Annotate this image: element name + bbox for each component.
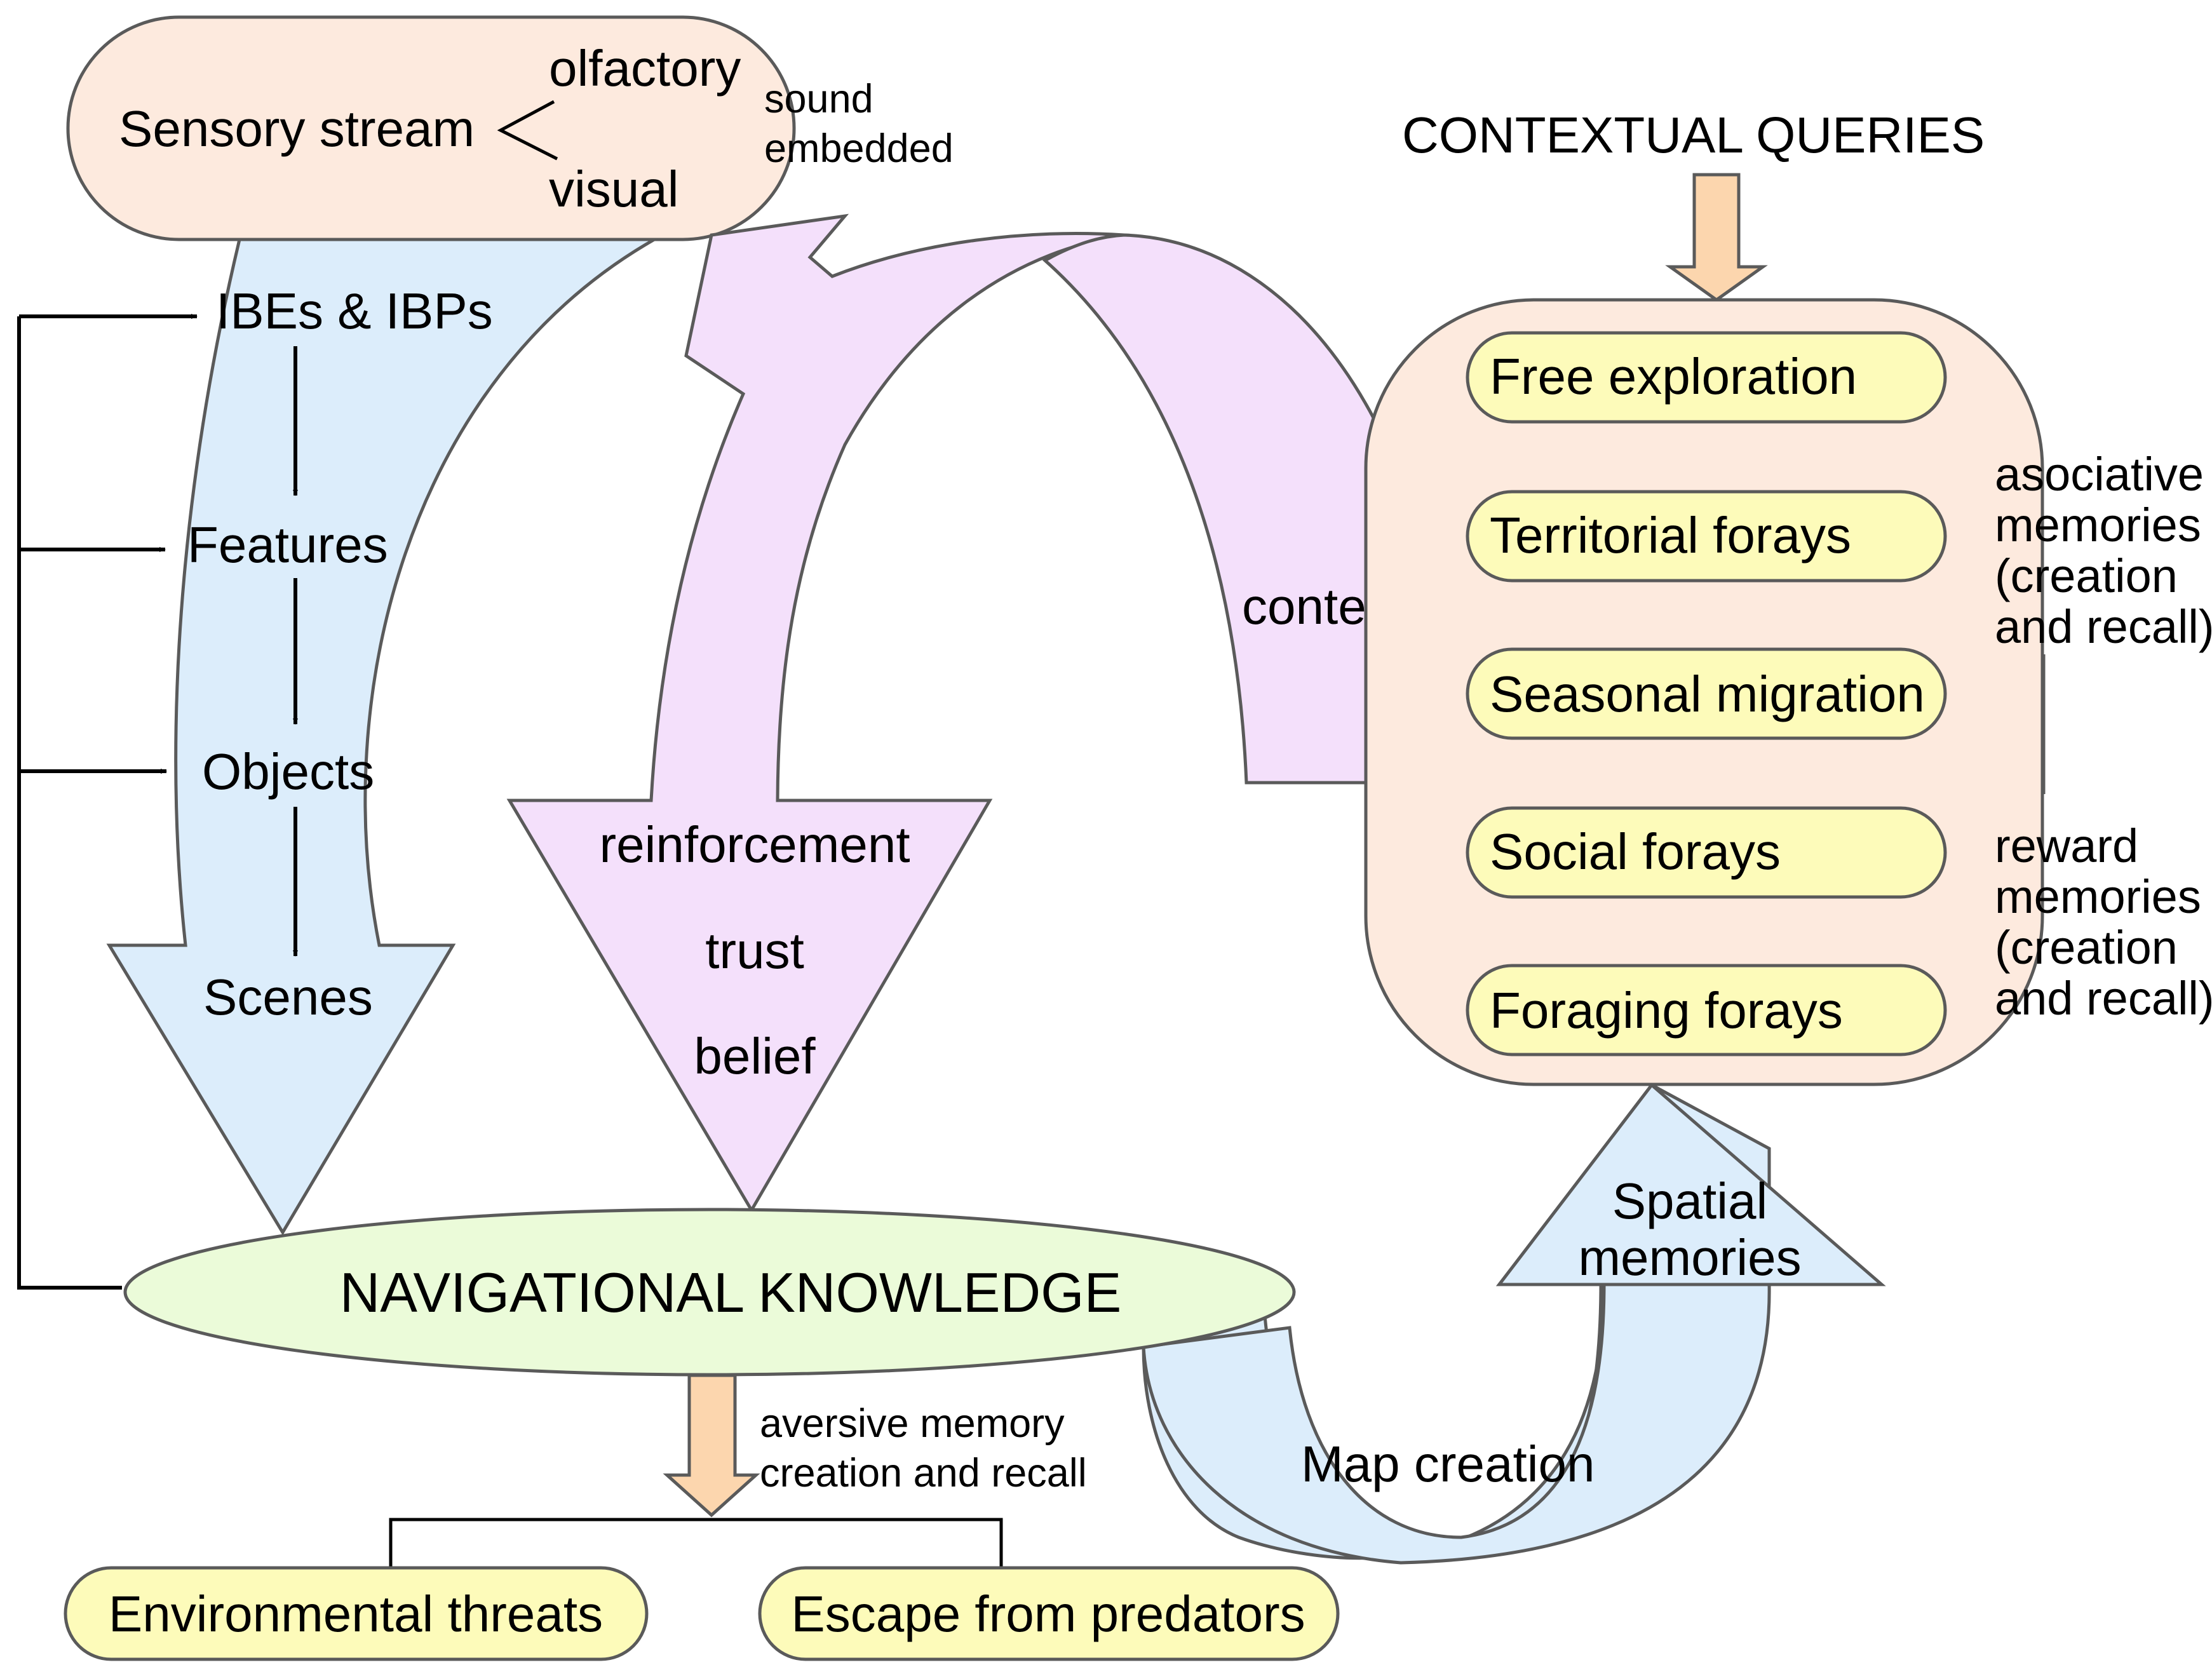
behaviour-territorial-forays: Territorial forays (1490, 507, 1851, 563)
olfactory-label: olfactory (549, 40, 741, 97)
outcome-pill-bg (758, 1566, 1340, 1661)
belief-label: belief (694, 1028, 816, 1084)
environmental-threats-label: Environmental threats (109, 1586, 603, 1642)
aversive-arrow (663, 1373, 760, 1518)
behaviour-pill: Free exploration (1466, 331, 1947, 424)
behaviour-pill: Seasonal migration (1466, 647, 1947, 740)
reward-line-4: and recall) (1995, 972, 2212, 1025)
behaviour-seasonal-migration: Seasonal migration (1490, 666, 1925, 722)
behaviour-pill-bg (1466, 806, 1947, 899)
behaviour-social-forays: Social forays (1490, 823, 1781, 880)
map-creation-label: Map creation (1301, 1436, 1595, 1492)
aversive-line-2: creation and recall (760, 1451, 1087, 1495)
embedded-label: embedded (764, 126, 954, 171)
spatial-memories-arrowhead (1495, 1082, 1886, 1286)
sound-label: sound (764, 77, 873, 121)
associative-line-2: memories (1995, 499, 2201, 551)
navigational-knowledge-label: NAVIGATIONAL KNOWLEDGE (340, 1261, 1122, 1324)
reward-line-3: (creation (1995, 921, 2178, 974)
trust-label: trust (705, 922, 804, 979)
sensory-processing-arrow (106, 238, 661, 1236)
behaviour-pill-bg (1466, 647, 1947, 740)
outcome-pill-bg (64, 1566, 649, 1661)
reward-line-1: reward (1995, 819, 2138, 872)
contextual-queries-title: CONTEXTUAL QUERIES (1402, 107, 1985, 163)
associative-line-4: and recall) (1995, 600, 2212, 653)
sensory-branch-lines (497, 100, 558, 161)
behaviour-pill: Foraging forays (1466, 964, 1947, 1056)
associative-line-3: (creation (1995, 550, 2178, 602)
spatial-line-1: Spatial (1612, 1173, 1768, 1229)
behaviour-pill-bg (1466, 331, 1947, 424)
context-arrow (1042, 233, 1458, 785)
outcomes-bracket (389, 1518, 1003, 1568)
aversive-line-1: aversive memory (760, 1401, 1065, 1446)
behaviour-free-exploration: Free exploration (1490, 348, 1857, 405)
sensory-stream-label: Sensory stream (119, 100, 475, 157)
behaviour-pill: Territorial forays (1466, 490, 1947, 583)
scenes-label: Scenes (203, 969, 373, 1025)
behaviour-foraging-forays: Foraging forays (1490, 982, 1843, 1039)
objects-label: Objects (202, 743, 374, 800)
visual-label: visual (549, 161, 679, 217)
behaviour-pill: Social forays (1466, 806, 1947, 899)
reinforcement-arrow (506, 213, 1125, 1213)
features-label: Features (187, 516, 388, 573)
feedback-loop-line (17, 316, 122, 1290)
ibes-ibps-label: IBEs & IBPs (216, 283, 493, 339)
reward-line-2: memories (1995, 870, 2201, 923)
behaviour-pill-bg (1466, 964, 1947, 1056)
escape-from-predators-label: Escape from predators (791, 1586, 1305, 1642)
behaviour-pill-bg (1466, 490, 1947, 583)
map-creation-arrow-body (1142, 1283, 1771, 1565)
associative-line-1: asociative (1995, 448, 2204, 501)
spatial-line-2: memories (1578, 1229, 1801, 1286)
reinforcement-label: reinforcement (599, 816, 910, 873)
contextual-queries-arrow (1665, 173, 1768, 302)
